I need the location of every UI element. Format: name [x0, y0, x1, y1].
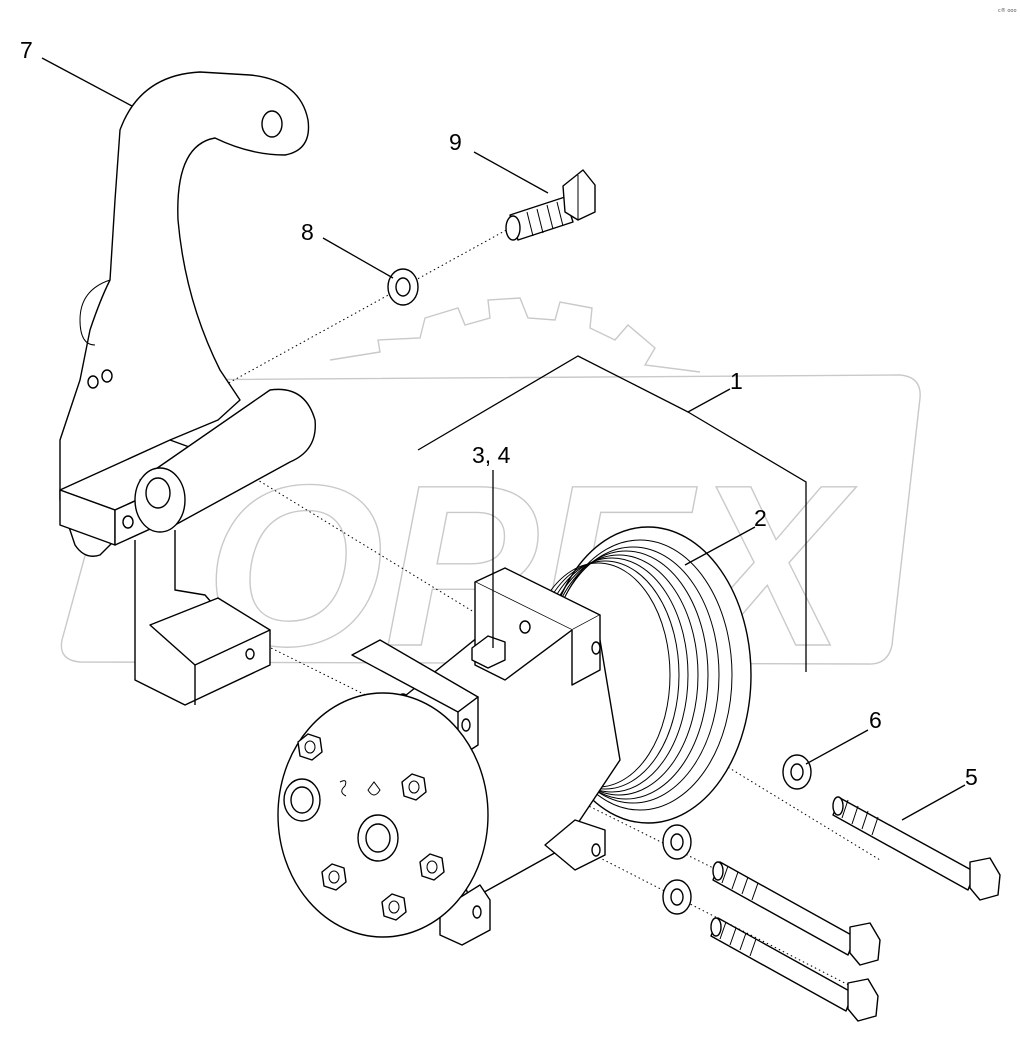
washer-part-8 [387, 268, 419, 306]
leader-2 [684, 526, 756, 566]
head-bolt-4 [419, 853, 445, 881]
leader-9 [473, 151, 549, 194]
callout-label-5: 5 [965, 764, 978, 790]
leader-8 [322, 237, 394, 279]
callout-label-9: 9 [449, 129, 462, 155]
corner-mark: c® ooo [998, 7, 1017, 14]
callout-label-2: 2 [754, 505, 767, 531]
leader-lines [41, 57, 966, 821]
leader-1b [687, 411, 807, 672]
long-bolt-part-5-upper [832, 796, 1001, 901]
head-bolt-2 [401, 773, 427, 801]
leader-6 [805, 729, 869, 765]
head-bolt-3 [321, 863, 347, 891]
compressor-rear-head [277, 692, 489, 938]
washer-part-6 [662, 754, 812, 915]
long-bolt-part-5-middle [712, 861, 881, 966]
leader-7 [41, 57, 133, 107]
bracket-part-7 [59, 71, 316, 706]
long-bolt-part-5-lower [710, 917, 879, 1022]
callout-label-6: 6 [869, 707, 882, 733]
callout-label-8: 8 [301, 219, 314, 245]
callout-label-1: 1 [730, 368, 743, 394]
head-bolt-1 [297, 733, 323, 761]
bolt-part-9 [505, 169, 596, 241]
head-bolt-5 [381, 893, 407, 921]
leader-1 [417, 355, 731, 451]
callout-label-3-4: 3, 4 [472, 442, 511, 468]
leader-5 [901, 784, 966, 821]
callout-label-7: 7 [20, 37, 33, 63]
